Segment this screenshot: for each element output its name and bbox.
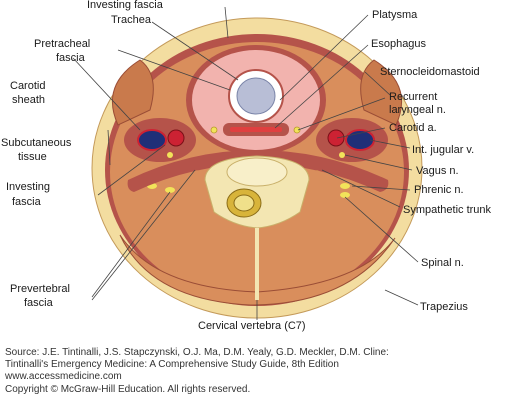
label-trachea: Trachea — [111, 14, 152, 26]
sternocleidomastoid-right — [360, 59, 403, 126]
label-platysma: Platysma — [372, 9, 418, 21]
vagus-nerve-right — [339, 152, 345, 158]
label-cervical-vertebra: Cervical vertebra (C7) — [198, 320, 306, 332]
label-carotid-artery: Carotid a. — [389, 122, 437, 134]
source-line-title: Tintinalli's Emergency Medicine: A Compr… — [5, 359, 339, 371]
spinal-cord — [233, 194, 255, 212]
label-investing-fascia-left-line2: fascia — [12, 196, 42, 208]
spinal-nerve-left — [165, 187, 175, 193]
label-sternocleidomastoid: Sternocleidomastoid — [380, 66, 480, 78]
recurrent-laryngeal-nerve-right — [293, 126, 301, 134]
phrenic-nerve-right — [340, 183, 350, 189]
esophagus-lumen — [230, 127, 282, 132]
prevertebral-fascia-band — [127, 150, 389, 192]
label-pretracheal-fascia-line1: Pretracheal — [34, 38, 90, 50]
label-trapezius: Trapezius — [420, 301, 468, 313]
label-vagus-nerve: Vagus n. — [416, 165, 459, 177]
int-jugular-vein-left — [137, 129, 167, 151]
label-phrenic-nerve: Phrenic n. — [414, 184, 464, 196]
label-prevertebral-fascia-line2: fascia — [24, 297, 54, 309]
source-line-authors: Source: J.E. Tintinalli, J.S. Stapczynsk… — [5, 347, 389, 358]
source-line-copyright: Copyright © McGraw-Hill Education. All r… — [5, 383, 251, 395]
sternocleidomastoid-left — [111, 59, 154, 126]
source-line-website: www.accessmedicine.com — [5, 371, 122, 383]
label-pretracheal-fascia-line2: fascia — [56, 52, 86, 64]
neck-cross-section-diagram: Investing fascia Trachea Pretracheal fas… — [1, 0, 492, 332]
label-int-jugular-vein: Int. jugular v. — [412, 144, 474, 156]
label-subcutaneous-tissue-line2: tissue — [18, 151, 47, 163]
leader-lines — [72, 6, 419, 320]
carotid-artery-right — [327, 129, 345, 147]
label-carotid-sheath-line1: Carotid — [10, 80, 45, 92]
label-investing-fascia-top: Investing fascia — [87, 0, 164, 11]
trapezius-muscle — [119, 234, 396, 306]
label-carotid-sheath-line2: sheath — [12, 94, 45, 106]
carotid-artery-left — [167, 129, 185, 147]
label-prevertebral-fascia-line1: Prevertebral — [10, 283, 70, 295]
vagus-nerve-left — [167, 152, 173, 158]
source-citation: Source: J.E. Tintinalli, J.S. Stapczynsk… — [5, 347, 520, 396]
label-sympathetic-trunk: Sympathetic trunk — [403, 204, 492, 216]
recurrent-laryngeal-nerve-left — [210, 126, 218, 134]
label-investing-fascia-left-line1: Investing — [6, 181, 50, 193]
label-subcutaneous-tissue-line1: Subcutaneous — [1, 137, 72, 149]
spinal-nerve-right — [340, 192, 350, 198]
label-recurrent-laryngeal-line1: Recurrent — [389, 91, 437, 103]
label-spinal-nerve: Spinal n. — [421, 257, 464, 269]
trachea-lumen — [236, 77, 276, 115]
label-esophagus: Esophagus — [371, 38, 427, 50]
vertebral-body — [226, 157, 288, 187]
label-recurrent-laryngeal-line2: laryngeal n. — [389, 104, 446, 116]
